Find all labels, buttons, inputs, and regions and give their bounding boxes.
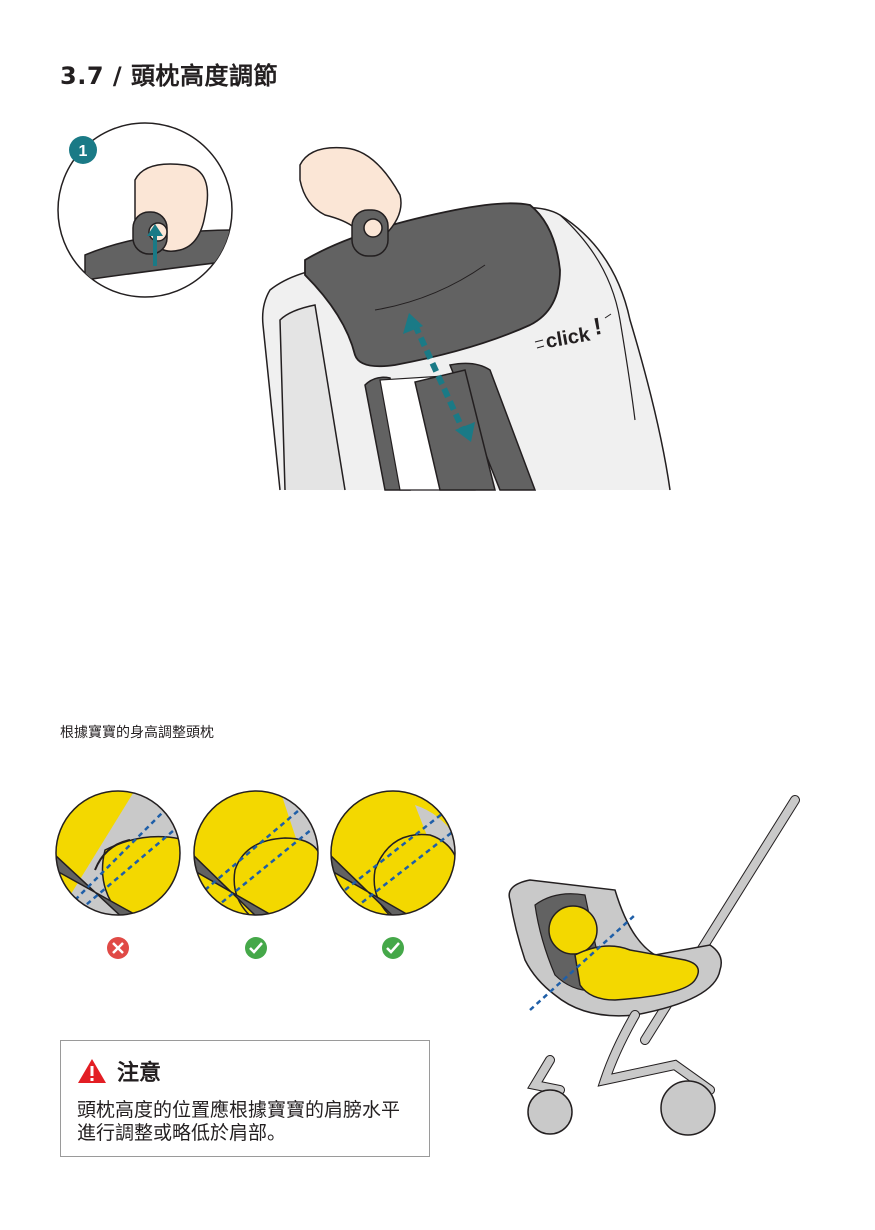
check-icon [245,937,267,959]
x-icon [107,937,129,959]
notice-header: 注意 [77,1055,161,1087]
inset-detail: 1 [57,122,233,298]
notice-label: 注意 [117,1061,162,1086]
section-title: 3.7 / 頭枕高度調節 [60,62,278,90]
seat-illustration: click ! [261,146,671,491]
headrest-adjust-illustration: 1 click ! [57,122,671,491]
step-badge: 1 [79,143,88,160]
stroller-illustration [508,795,800,1136]
adjust-caption: 根據寶寶的身高調整頭枕 [60,725,214,741]
notice-box: 注意 頭枕高度的位置應根據寶寶的肩膀水平進行調整或略低於肩部。 [60,1040,430,1157]
example-correct-2 [330,790,456,916]
example-too-low [55,790,181,916]
warning-icon [78,1059,106,1083]
headrest-position-examples [55,790,456,959]
check-icon [382,937,404,959]
notice-text: 頭枕高度的位置應根據寶寶的肩膀水平進行調整或略低於肩部。 [77,1099,401,1144]
example-correct-1 [193,790,319,916]
